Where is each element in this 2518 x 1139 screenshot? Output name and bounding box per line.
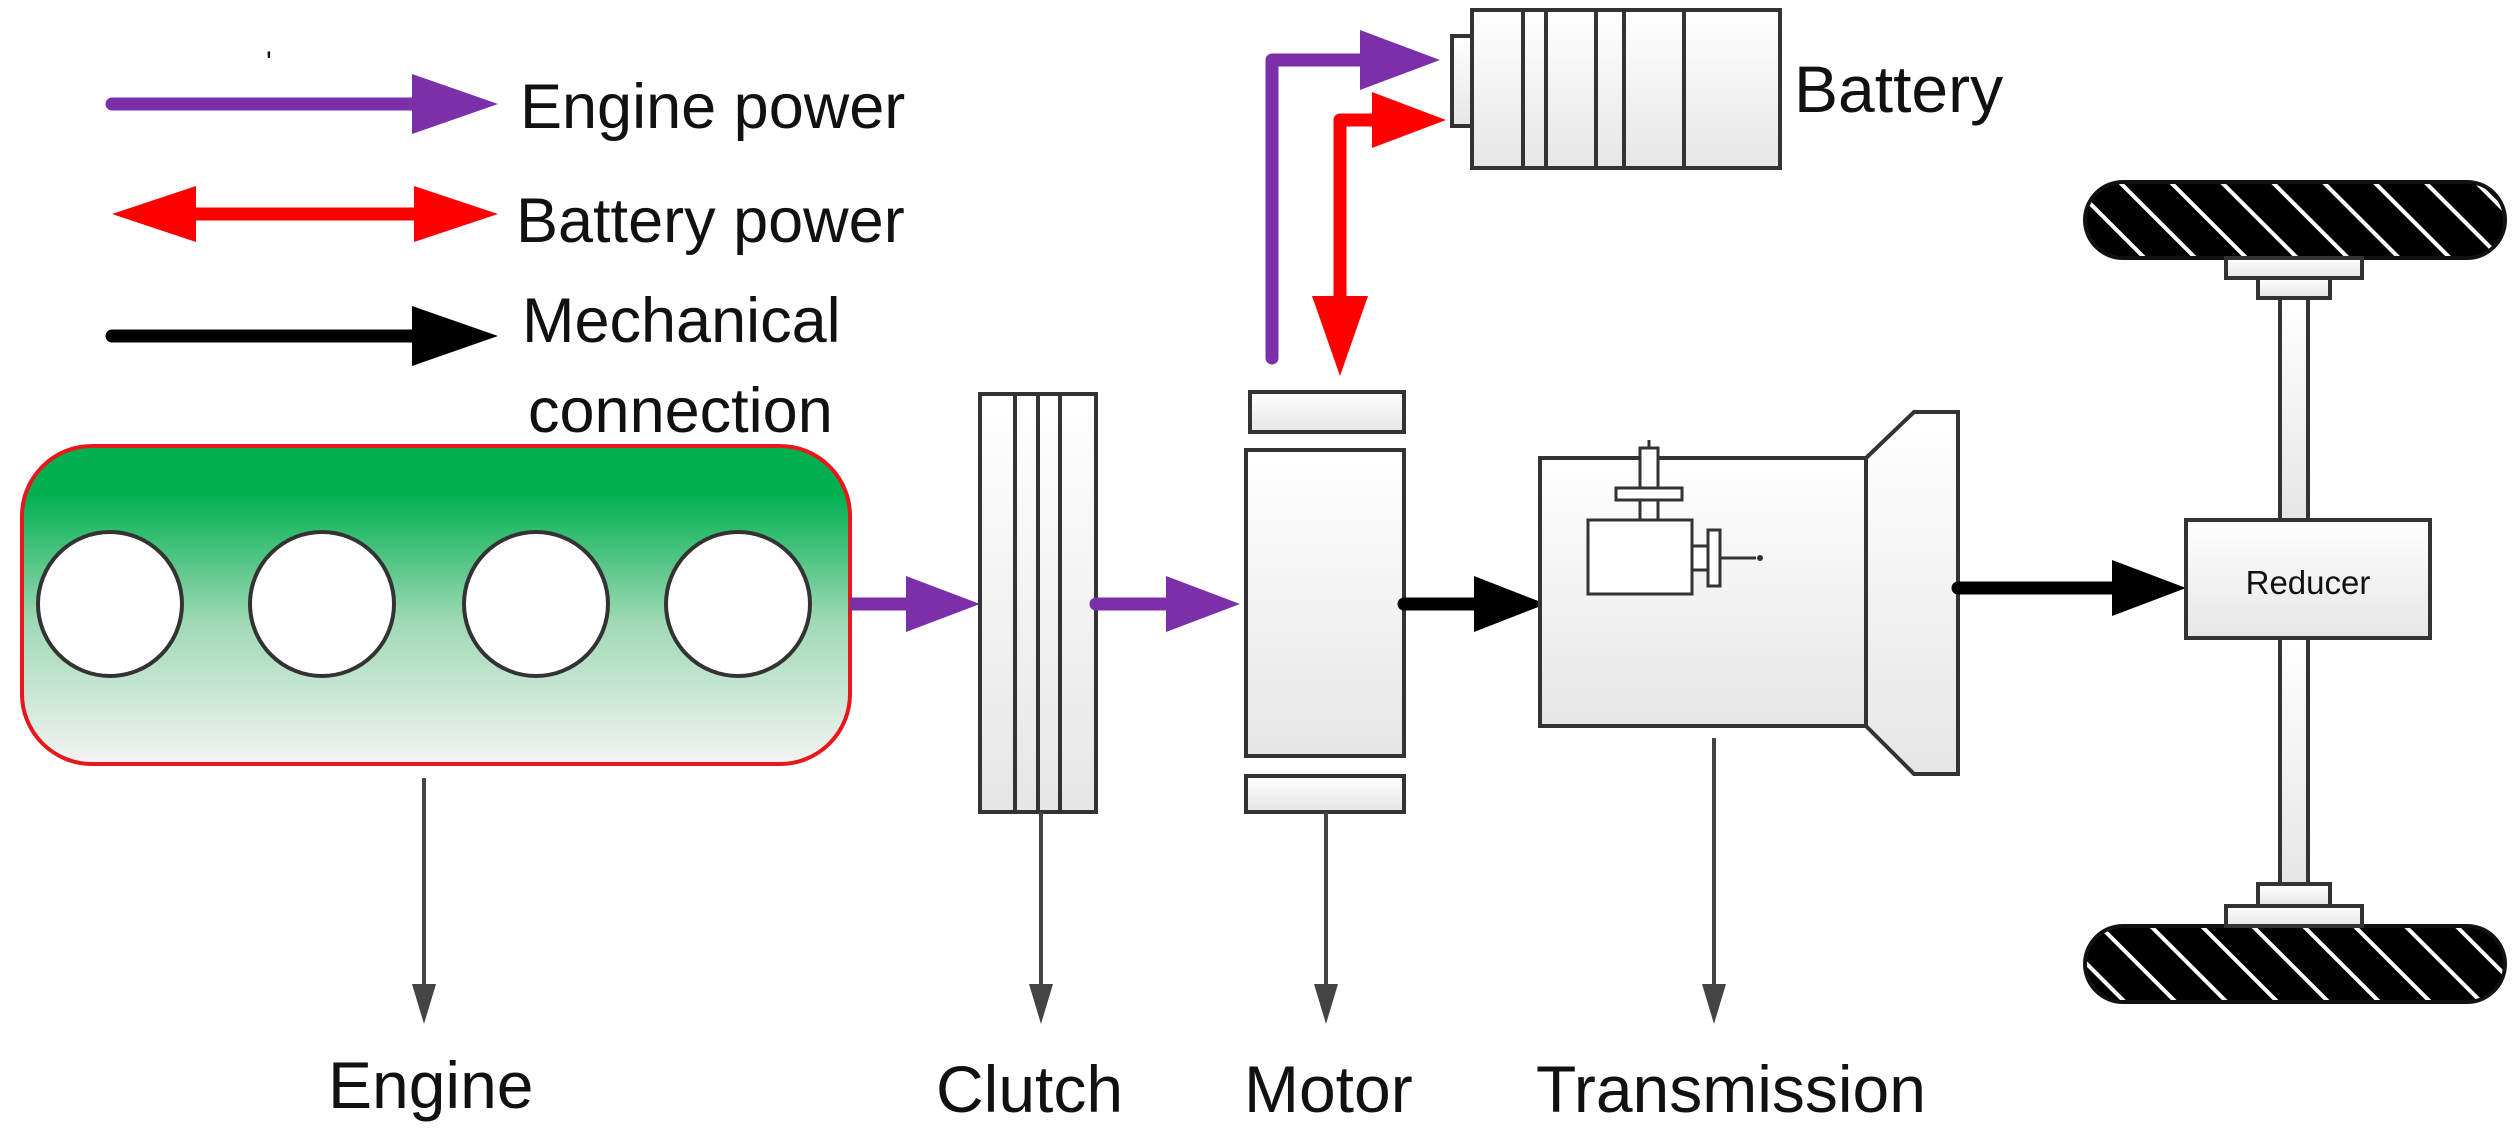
- legend-battery-power-arrowhead-right: [414, 186, 498, 242]
- hub-bottom-outer: [2224, 904, 2364, 928]
- transmission-to-reducer-arrowhead: [2112, 560, 2186, 616]
- legend-mechanical-label-line1: Mechanical: [522, 286, 841, 356]
- half-shaft-bottom: [2278, 636, 2310, 886]
- reducer-box: [2184, 518, 2432, 640]
- clutch-label: Clutch: [936, 1052, 1123, 1126]
- motor-rotor: [1244, 448, 1406, 758]
- legend-item-battery-power: Battery power: [112, 186, 905, 256]
- shift-motor-shaft-collar: [1690, 544, 1710, 572]
- shift-actuator-flange: [1614, 486, 1684, 502]
- battery-label: Battery: [1794, 52, 2003, 126]
- hub-top-inner: [2256, 276, 2332, 300]
- legend-tick-mark: ': [266, 46, 272, 79]
- engine-cylinder: [36, 530, 184, 678]
- hub-bottom-inner: [2256, 882, 2332, 908]
- engine-leader-arrowhead: [412, 984, 436, 1024]
- legend-item-engine-power: Engine power: [105, 72, 905, 142]
- clutch-to-motor-arrowhead: [1166, 576, 1240, 632]
- battery: Battery: [1450, 8, 2003, 170]
- shift-motor-body: [1586, 518, 1694, 596]
- engine-power-to-battery-line: [1265, 53, 1377, 365]
- engine-cylinder: [248, 530, 396, 678]
- motor: Motor: [1244, 390, 1413, 1126]
- half-shaft-top: [2278, 296, 2310, 522]
- motor-stator-bottom: [1244, 774, 1406, 814]
- drive-axle: Reducer: [2083, 180, 2507, 1004]
- transmission: Transmission: [1536, 410, 1960, 1126]
- legend-engine-power-arrowhead: [412, 74, 498, 134]
- legend-battery-power-label: Battery power: [516, 186, 905, 256]
- legend-mechanical-arrowhead: [412, 306, 498, 366]
- transmission-leader-arrowhead: [1702, 984, 1726, 1024]
- hub-top-outer: [2224, 256, 2364, 280]
- wheel-bottom: [2083, 924, 2507, 1004]
- shift-motor-end-plate: [1706, 528, 1722, 588]
- engine-to-clutch-arrowhead: [906, 576, 980, 632]
- motor-stator-top: [1248, 390, 1406, 434]
- battery-terminal: [1450, 34, 1474, 128]
- clutch: Clutch: [936, 392, 1123, 1126]
- transmission-bell-housing: [1864, 410, 1960, 776]
- shift-actuator-stem: [1638, 446, 1660, 490]
- legend: ' Engine power Battery power Mechanical …: [105, 46, 905, 446]
- battery-power-line: [1333, 113, 1380, 308]
- legend-item-mechanical-connection: Mechanical connection: [105, 286, 841, 446]
- legend-battery-power-arrowhead-left: [112, 186, 196, 242]
- transmission-label: Transmission: [1536, 1052, 1926, 1126]
- motor-leader-arrowhead: [1314, 984, 1338, 1024]
- legend-mechanical-label-line2: connection: [528, 376, 833, 446]
- motor-to-transmission-arrowhead: [1474, 576, 1546, 632]
- engine-power-to-battery-arrowhead: [1360, 30, 1440, 90]
- shift-motor-shaft-end: [1757, 555, 1763, 561]
- shift-actuator-neck: [1638, 498, 1660, 522]
- engine-cylinder: [664, 530, 812, 678]
- battery-power-arrowhead-to-motor: [1312, 296, 1368, 376]
- engine: Engine: [20, 444, 852, 1122]
- clutch-leader-arrowhead: [1029, 984, 1053, 1024]
- reducer-label: Reducer: [2246, 564, 2371, 601]
- battery-power-arrowhead-to-battery: [1372, 92, 1446, 148]
- wheel-top: [2083, 180, 2507, 260]
- motor-label: Motor: [1244, 1052, 1413, 1126]
- engine-cylinder: [462, 530, 610, 678]
- legend-engine-power-label: Engine power: [520, 72, 905, 142]
- engine-label: Engine: [328, 1048, 534, 1122]
